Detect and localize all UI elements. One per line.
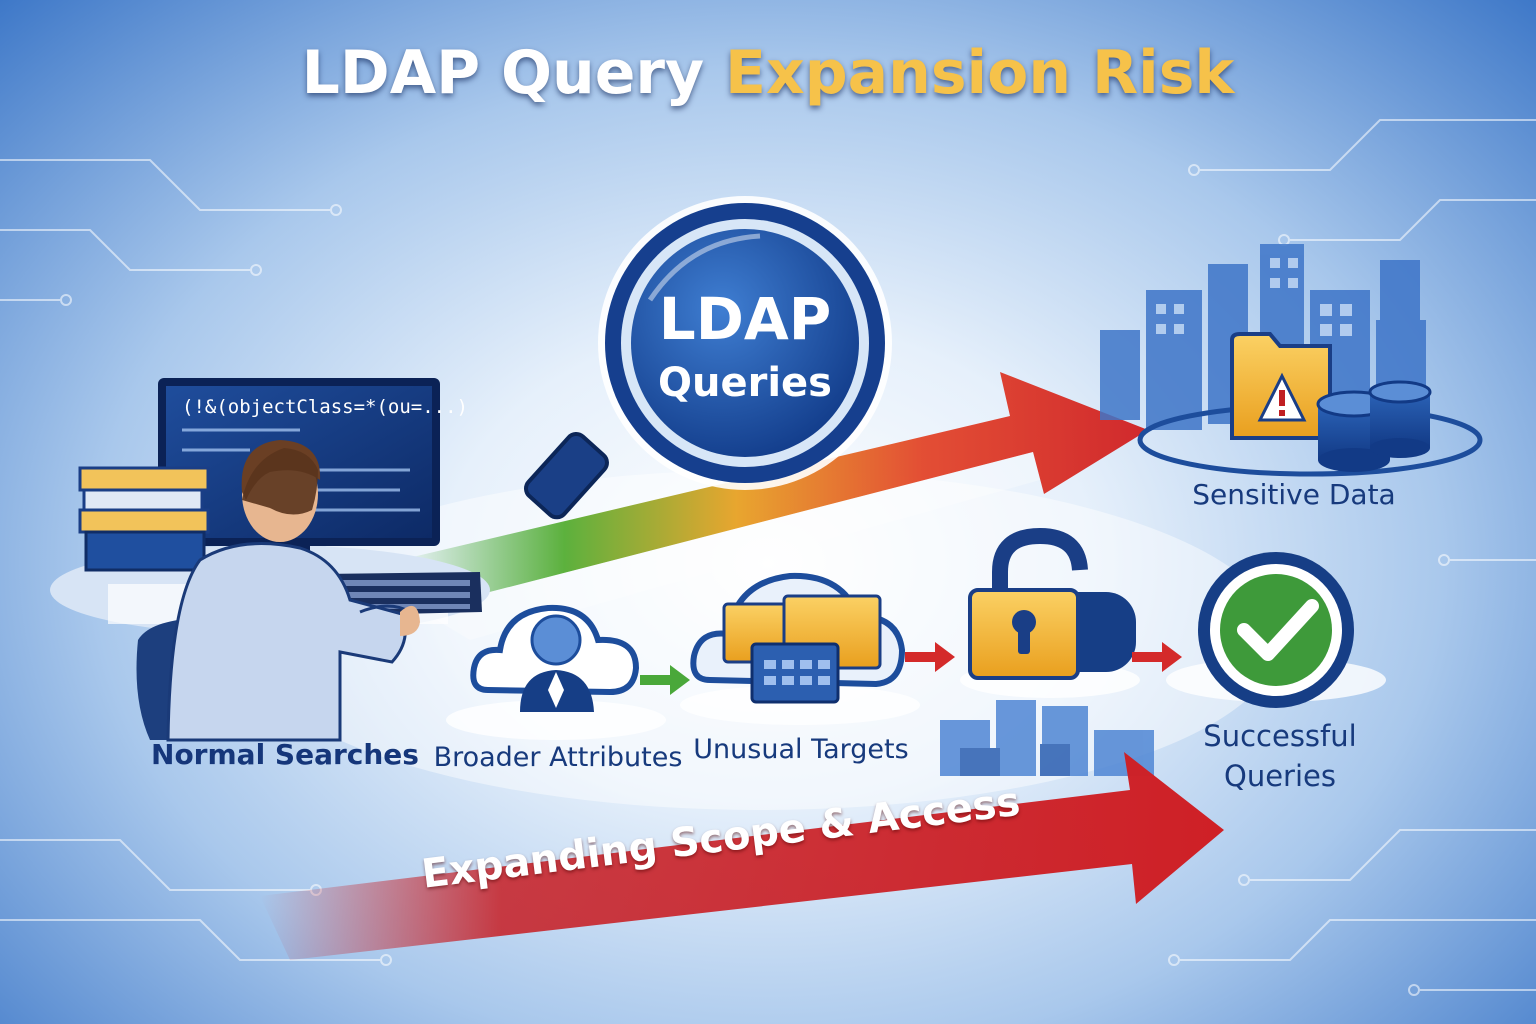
step-arrow-3 bbox=[1132, 642, 1182, 672]
badge-line-1: LDAP bbox=[658, 285, 832, 353]
title-part-2: Expansion Risk bbox=[725, 38, 1235, 108]
page-title: LDAP Query Expansion Risk bbox=[0, 38, 1536, 108]
step-arrow-1 bbox=[640, 665, 690, 695]
circuit-lines bbox=[0, 119, 1536, 996]
warning-folder-icon bbox=[1230, 332, 1332, 440]
magnifier-icon bbox=[524, 196, 892, 520]
city-skyline-icon bbox=[940, 700, 1154, 776]
scope-arrow bbox=[260, 752, 1224, 960]
title-part-1: LDAP Query bbox=[301, 38, 705, 108]
user-at-computer-icon bbox=[50, 378, 490, 742]
books-icon bbox=[78, 466, 210, 572]
stage-label-sensitive-data: Sensitive Data bbox=[1192, 478, 1396, 511]
checkmark-icon bbox=[1166, 552, 1386, 708]
folders-cloud-icon bbox=[680, 572, 920, 725]
result-line-1: Successful bbox=[1203, 719, 1357, 753]
open-padlock-icon bbox=[960, 527, 1140, 698]
badge-line-2: Queries bbox=[658, 360, 832, 406]
stage-label-broader-attributes: Broader Attributes bbox=[433, 742, 683, 773]
user-cloud-icon bbox=[446, 604, 666, 740]
result-line-2: Queries bbox=[1224, 759, 1336, 793]
result-label: Successful Queries bbox=[1170, 716, 1390, 796]
stage-label-unusual-targets: Unusual Targets bbox=[693, 734, 909, 765]
stage-label-normal-searches: Normal Searches bbox=[151, 738, 419, 771]
risk-arrow bbox=[400, 372, 1148, 640]
database-icon bbox=[1316, 380, 1432, 472]
step-arrow-2 bbox=[905, 642, 955, 672]
terminal-query-text: (!&(objectClass=*(ou=...) bbox=[182, 396, 468, 418]
